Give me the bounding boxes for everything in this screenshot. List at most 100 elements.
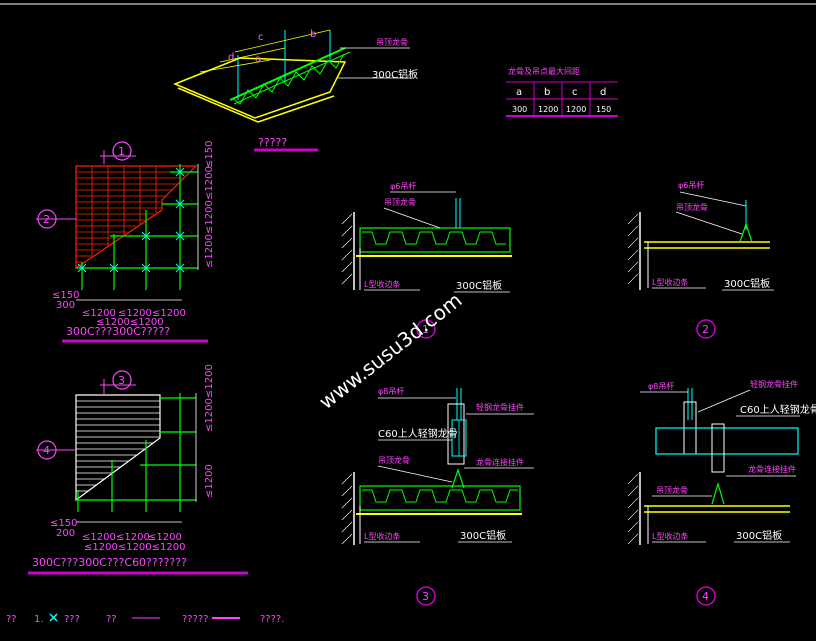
detail2-clip	[739, 222, 753, 243]
legend-item4: ?????	[182, 614, 209, 625]
table-header-b: b	[544, 87, 550, 98]
plan1-caption: 300C???300C?????	[66, 325, 170, 338]
detail4-connector-box	[711, 423, 725, 473]
detail4-main-label: C60上人轻钢龙骨	[740, 403, 816, 416]
detail2-rod-label: φ6吊杆	[678, 180, 704, 190]
plan2-dim-bottom-1: ≤1200	[82, 532, 116, 543]
plan2-dim-right-2: ≤1200	[204, 398, 215, 432]
plan1-grid	[76, 164, 198, 290]
plan2-hatch-lines	[76, 400, 160, 492]
detail4-main-runner	[655, 427, 799, 455]
detail3-number-circle	[416, 586, 436, 606]
detail3-number: 3	[422, 590, 429, 603]
detail1-runner-label: 吊顶龙骨	[384, 197, 416, 207]
plan1-hatch-lines	[76, 166, 190, 263]
plan2-dim-bottom-2: ≤1200	[116, 532, 150, 543]
iso-caption: ?????	[258, 136, 287, 149]
plan1-dim-bottom-2: ≤1200	[118, 308, 152, 319]
detail1-rod-label: φ6吊杆	[390, 181, 416, 191]
legend-item2: ???	[64, 614, 80, 625]
plan1-dim-right-2: ≤1200	[204, 166, 215, 200]
detail2-number-circle	[696, 319, 716, 339]
detail3-clip	[447, 403, 465, 465]
detail2-leader	[679, 191, 747, 207]
plan-view-1: 1 2 ≤150 ≤1200 ≤1200 ≤1200 ≤150 300 ≤120…	[36, 141, 215, 343]
detail1-number-circle	[416, 319, 436, 339]
plan1-dim-right-3: ≤1200	[204, 200, 215, 234]
iso-runner-wave	[231, 53, 345, 105]
plan2-dim-bottom-3: ≤1200	[148, 532, 182, 543]
plan1-dim-bottom-3: ≤1200	[152, 308, 186, 319]
plan2-dim-left2: 200	[56, 528, 75, 539]
iso-dim	[199, 59, 271, 73]
detail-3: φ8吊杆 轻钢龙骨挂件 C60上人轻钢龙骨 吊顶龙骨 龙骨连接挂件 L型收边条 …	[341, 386, 534, 606]
iso-label-d: d	[228, 52, 234, 63]
detail3-connector-label: 龙骨连接挂件	[476, 457, 524, 467]
detail4-number: 4	[702, 590, 709, 603]
legend-item1: ??	[6, 614, 17, 625]
legend: ?? 1. ??? ?? ????? ????.	[6, 613, 284, 625]
iso-board	[173, 57, 347, 119]
plan2-dim-bottom2: ≤1200≤1200≤1200	[84, 542, 185, 553]
table-value-b: 1200	[538, 105, 558, 114]
plan1-dim-left: ≤150	[52, 290, 79, 301]
detail3-wall-hatch	[341, 473, 353, 545]
detail2-wall-hatch	[627, 213, 639, 285]
plan2-dim-left: ≤150	[50, 518, 77, 529]
plan1-hatch-area	[75, 165, 198, 270]
table-value-c: 1200	[566, 105, 586, 114]
detail3-runner-label: 吊顶龙骨	[378, 455, 410, 465]
detail3-runner	[359, 485, 521, 511]
plan2-dim-right-1: ≤1200	[204, 364, 215, 398]
iso-label-c: c	[258, 32, 264, 43]
plan2-dim-right-3: ≤1200	[204, 464, 215, 498]
spacing-table-title: 龙骨及吊点最大间距	[508, 66, 580, 76]
plan2-grid	[76, 393, 196, 512]
plan2-section-mark	[112, 370, 132, 390]
iso-dim	[219, 47, 286, 63]
iso-label-b: b	[310, 29, 316, 40]
detail2-number: 2	[702, 323, 709, 336]
detail4-rod-label: φ8吊杆	[648, 381, 674, 391]
detail1-edge-label: L型收边条	[364, 279, 400, 289]
plan2-hatch-area	[75, 394, 161, 502]
detail4-clip-label: 轻钢龙骨挂件	[750, 379, 798, 389]
plan1-dim-left2: 300	[56, 300, 75, 311]
detail1-board-label: 300C铝板	[456, 279, 502, 292]
detail4-board-label: 300C铝板	[736, 529, 782, 542]
plan1-dim-right-4: ≤1200	[204, 234, 215, 268]
iso-dim	[234, 29, 331, 53]
iso-board-edge2	[257, 95, 335, 123]
isometric-view: a b c d 吊顶龙骨 300C铝板 ?????	[173, 29, 418, 152]
detail3-edge-label: L型收边条	[364, 531, 400, 541]
plan2-section-mark-label: 3	[118, 374, 125, 387]
detail3-runner-profile	[362, 489, 518, 503]
plan1-hanger-marks	[77, 167, 185, 273]
plan1-dim-bottom2: ≤1200≤1200	[96, 317, 164, 328]
plan-view-2: 3 4 ≤1200 ≤1200 ≤1200 ≤150 200 ≤1200 ≤12…	[28, 364, 248, 575]
detail-1: φ6吊杆 吊顶龙骨 L型收边条 300C铝板 1	[341, 181, 512, 339]
detail4-runner-label: 吊顶龙骨	[656, 485, 688, 495]
detail3-clip-label: 轻钢龙骨挂件	[476, 402, 524, 412]
detail4-connector	[711, 481, 725, 505]
table-header-d: d	[600, 87, 606, 98]
detail3-leader	[377, 465, 453, 483]
detail2-edge-label: L型收边条	[652, 277, 688, 287]
table-header-a: a	[516, 87, 522, 98]
table-value-a: 300	[512, 105, 527, 114]
plan1-dim-right-1: ≤150	[204, 141, 215, 168]
legend-item5: ????.	[260, 614, 284, 625]
detail2-board-label: 300C铝板	[724, 277, 770, 290]
detail4-edge-label: L型收边条	[652, 531, 688, 541]
detail-2: φ6吊杆 吊顶龙骨 L型收边条 300C铝板 2	[627, 180, 774, 339]
detail1-wall-hatch	[341, 213, 353, 285]
plan2-caption: 300C???300C???C60???????	[32, 556, 187, 569]
detail4-wall-hatch	[627, 473, 639, 545]
detail1-leader	[383, 207, 441, 229]
detail4-leader	[697, 389, 751, 413]
detail2-runner-label: 吊顶龙骨	[676, 202, 708, 212]
detail2-leader	[675, 211, 743, 235]
plan1-section-mark-label: 1	[118, 145, 125, 158]
detail4-connector-label: 龙骨连接挂件	[748, 464, 796, 474]
